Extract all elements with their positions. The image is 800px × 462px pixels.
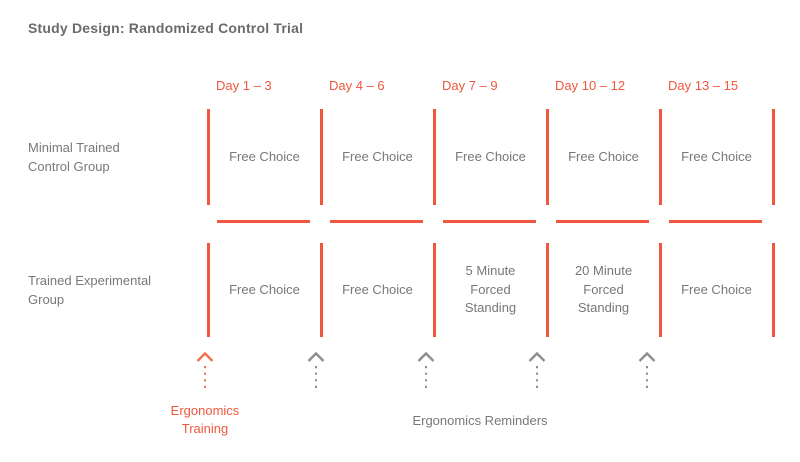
cell-experimental-day-4-6: Free Choice xyxy=(342,281,413,297)
timeline-vline xyxy=(772,243,775,337)
timeline-hline xyxy=(669,220,762,223)
row-label-experimental-group: Trained Experimental Group xyxy=(28,273,152,307)
day-range-label-4: Day 10 – 12 xyxy=(555,78,626,93)
cell-experimental-day-13-15: Free Choice xyxy=(681,281,752,297)
timeline-vline xyxy=(207,243,210,337)
up-arrow-reminder-icon xyxy=(638,351,656,389)
up-arrow-training-icon xyxy=(196,351,214,389)
up-arrow-reminder-icon xyxy=(307,351,325,389)
timeline-vline xyxy=(207,109,210,205)
timeline-hline xyxy=(556,220,649,223)
cell-control-day-7-9: Free Choice xyxy=(455,148,526,164)
cell-experimental-day-10-12: 20 Minute Forced Standing xyxy=(574,263,633,316)
timeline-hline xyxy=(443,220,536,223)
up-arrow-reminder-icon xyxy=(417,351,435,389)
cell-control-day-13-15: Free Choice xyxy=(681,148,752,164)
timeline-vline xyxy=(320,243,323,337)
timeline-vline xyxy=(772,109,775,205)
timeline-vline xyxy=(659,243,662,337)
cell-control-day-4-6: Free Choice xyxy=(342,148,413,164)
timeline-vline xyxy=(433,243,436,337)
timeline-vline xyxy=(546,243,549,337)
cell-control-day-1-3: Free Choice xyxy=(229,148,300,164)
timeline-vline xyxy=(659,109,662,205)
timeline-vline xyxy=(546,109,549,205)
cell-experimental-day-7-9: 5 Minute Forced Standing xyxy=(464,263,517,316)
label-ergonomics-reminders: Ergonomics Reminders xyxy=(412,413,548,428)
day-range-label-5: Day 13 – 15 xyxy=(668,78,739,93)
timeline-vline xyxy=(433,109,436,205)
day-range-label-3: Day 7 – 9 xyxy=(442,78,498,93)
cell-control-day-10-12: Free Choice xyxy=(568,148,639,164)
timeline-vline xyxy=(320,109,323,205)
day-range-label-2: Day 4 – 6 xyxy=(329,78,385,93)
label-ergonomics-training: Ergonomics Training xyxy=(170,403,240,436)
up-arrow-reminder-icon xyxy=(528,351,546,389)
timeline-hline xyxy=(330,220,423,223)
row-label-control-group: Minimal Trained Control Group xyxy=(28,140,120,174)
day-range-label-1: Day 1 – 3 xyxy=(216,78,272,93)
timeline-hline xyxy=(217,220,310,223)
cell-experimental-day-1-3: Free Choice xyxy=(229,281,300,297)
page-title: Study Design: Randomized Control Trial xyxy=(28,20,304,36)
